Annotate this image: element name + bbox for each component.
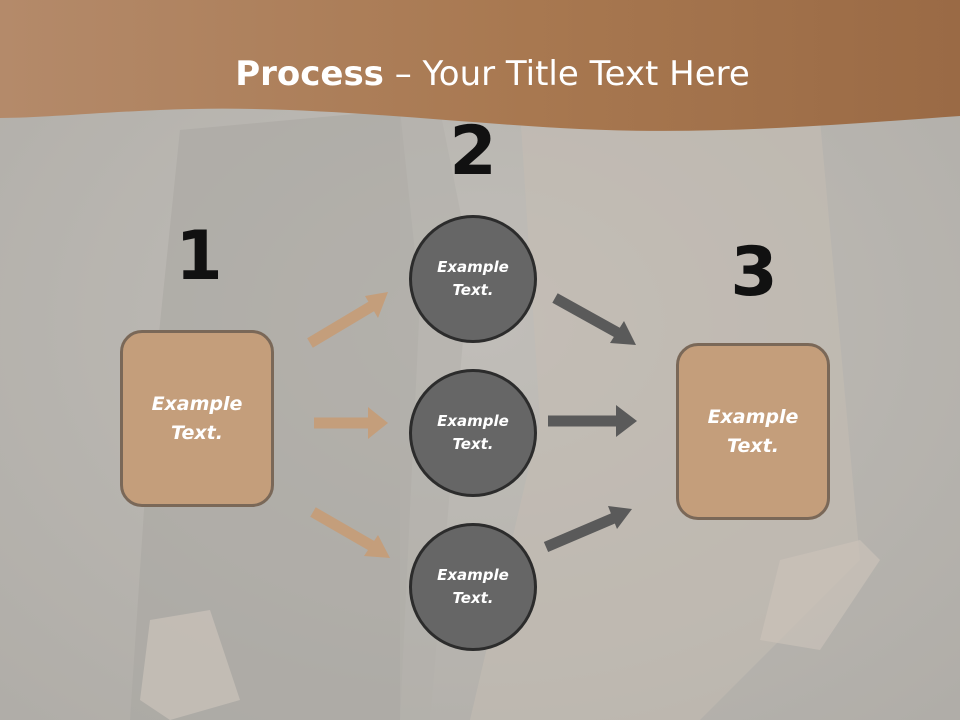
arrow-left-to-bottom (310, 507, 390, 558)
right-box-text: Example Text. (707, 405, 799, 457)
right-text-box: Example Text. (676, 343, 830, 520)
middle-circle-text: Example Text. (437, 412, 509, 453)
bottom-circle-text: Example Text. (437, 566, 509, 607)
bottom-circle: Example Text. (409, 523, 537, 651)
title-bold: Process (235, 54, 384, 94)
top-circle-text: Example Text. (437, 258, 509, 299)
top-circle: Example Text. (409, 215, 537, 343)
left-box-text: Example Text. (151, 392, 243, 444)
step-number-3: 3 (730, 233, 778, 312)
arrow-left-to-top (307, 292, 388, 348)
arrow-top-to-right (552, 293, 636, 345)
slide-title: Process – Your Title Text Here (0, 50, 960, 98)
title-banner (0, 0, 960, 131)
title-rest: – Your Title Text Here (383, 54, 750, 94)
middle-circle: Example Text. (409, 369, 537, 497)
step-number-2: 2 (449, 112, 497, 191)
arrow-middle-to-right (548, 405, 637, 437)
step-number-1: 1 (175, 217, 223, 296)
arrow-bottom-to-right (543, 506, 632, 553)
left-text-box: Example Text. (120, 330, 274, 507)
arrow-left-to-middle (314, 407, 388, 439)
